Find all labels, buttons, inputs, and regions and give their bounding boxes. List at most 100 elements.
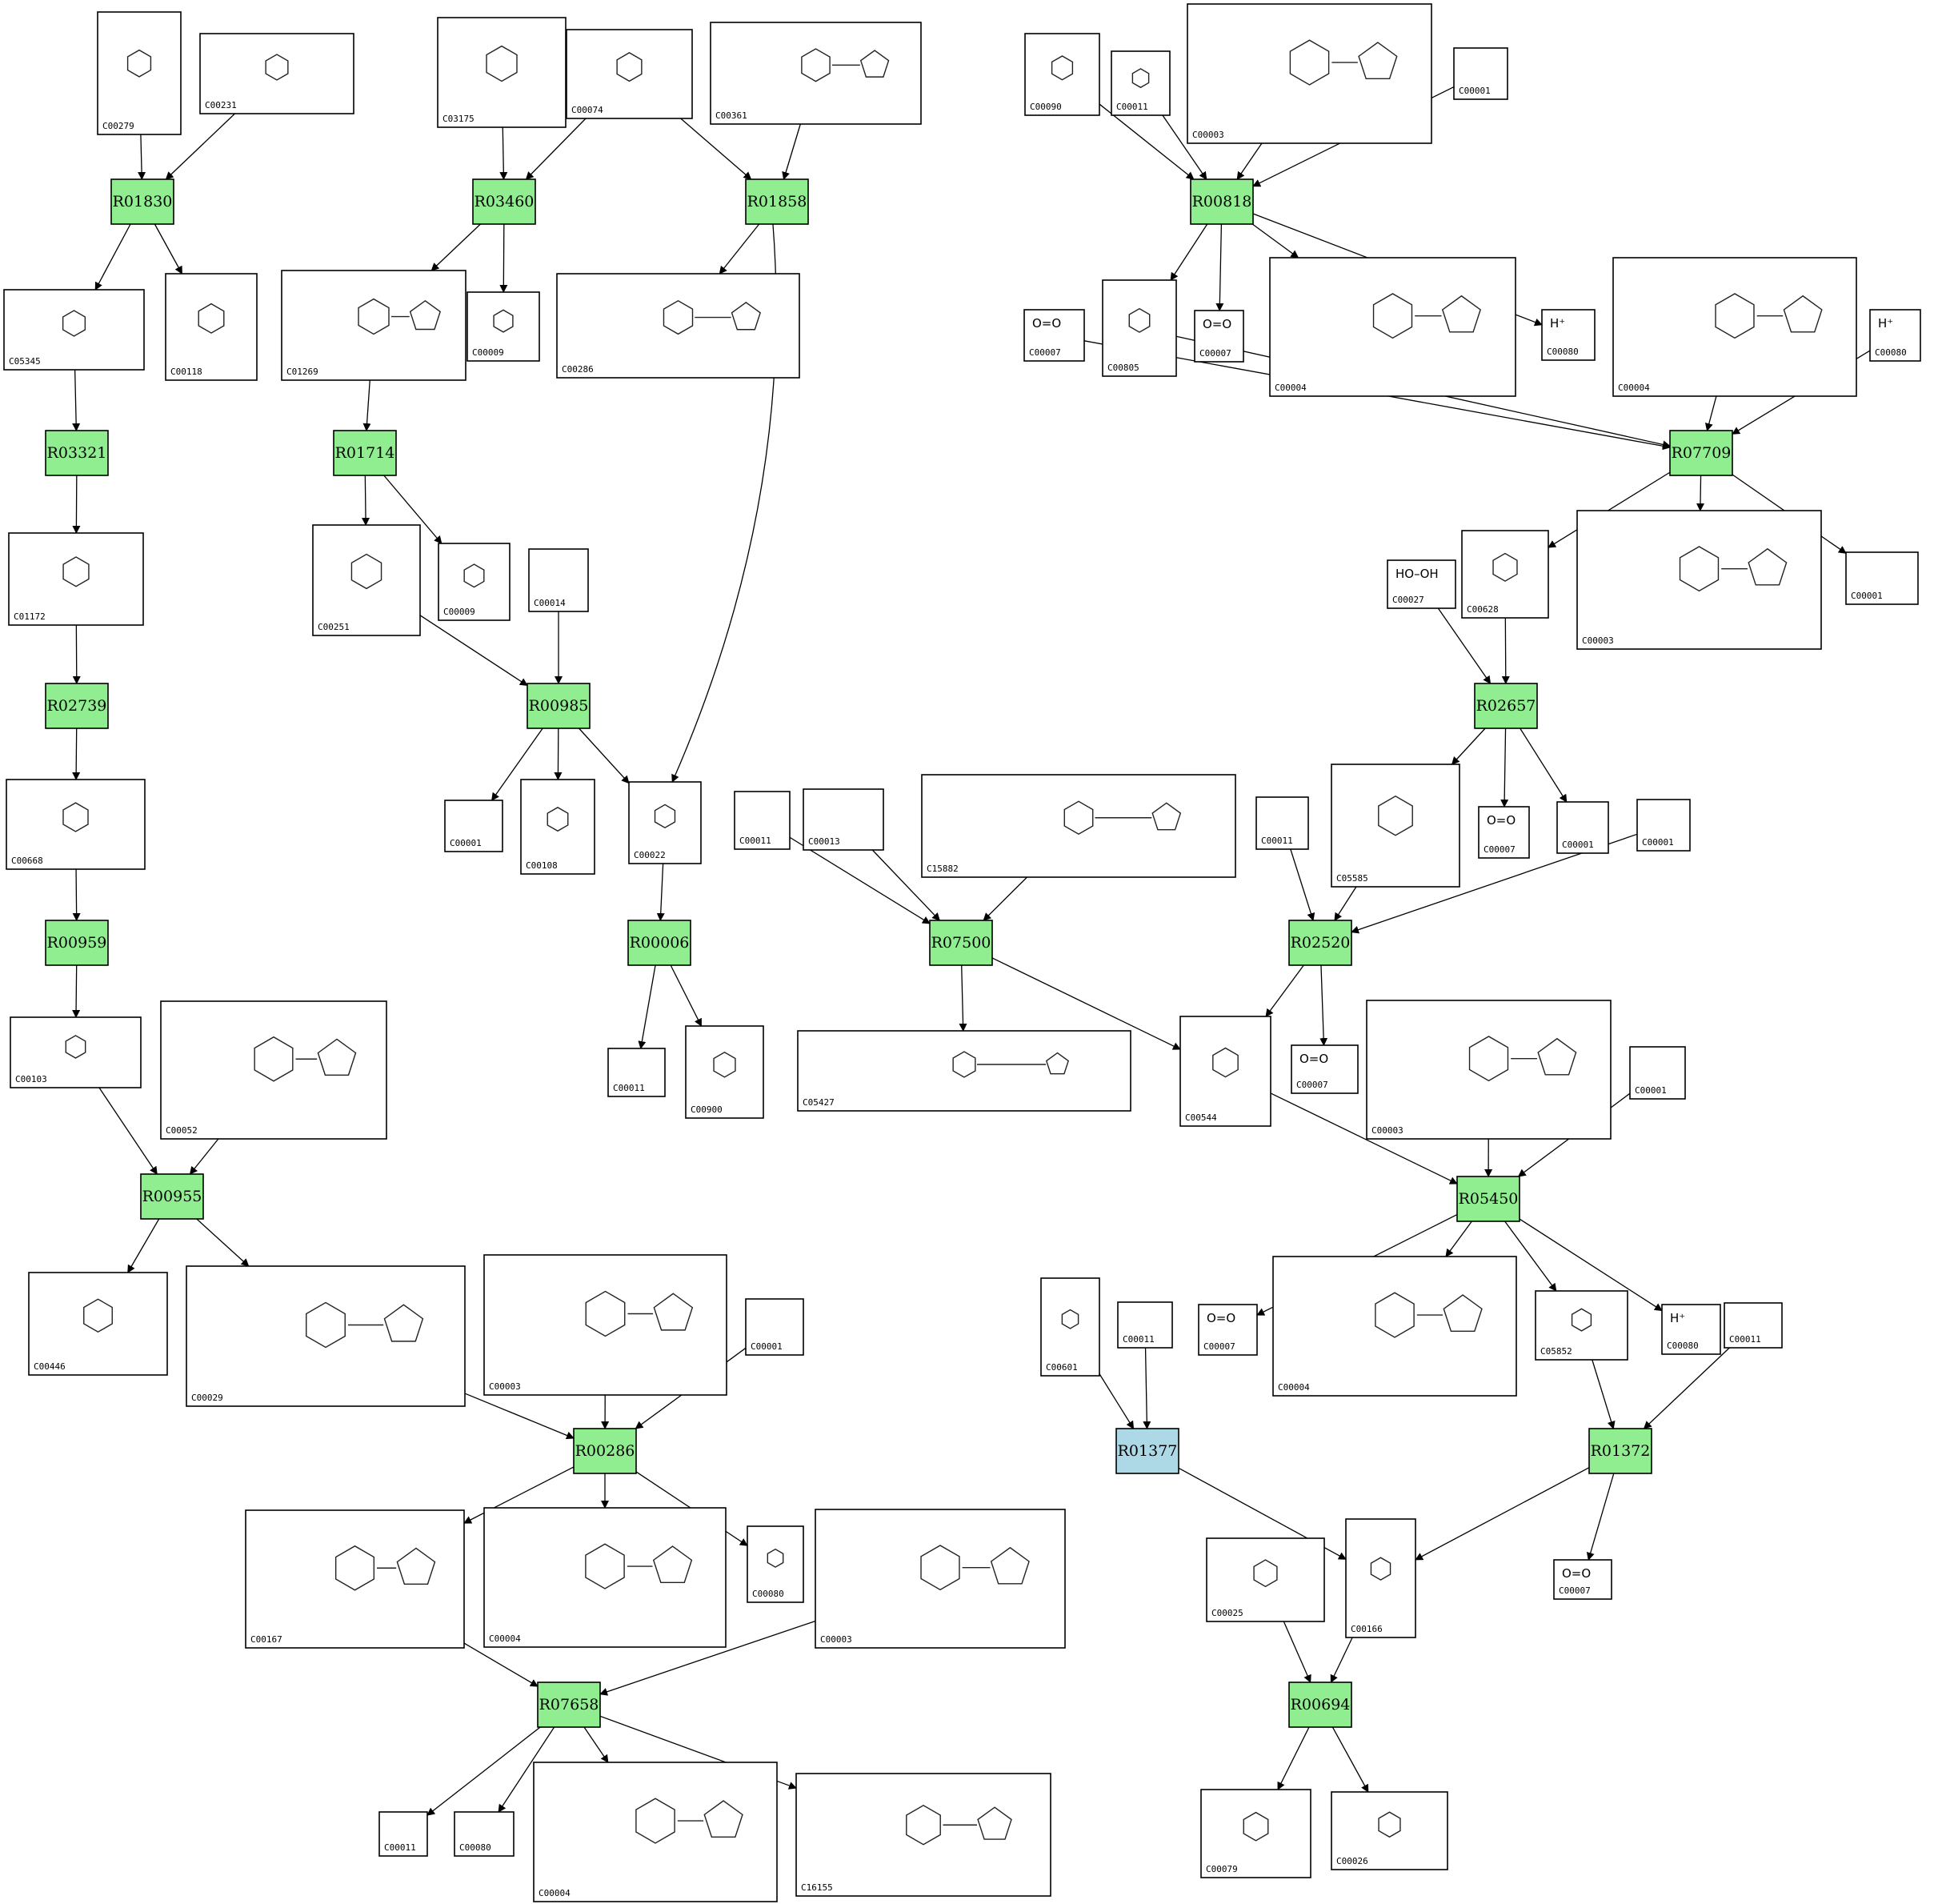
compound-node[interactable]: C00279 bbox=[97, 11, 182, 135]
compound-id: C00001 bbox=[1635, 1085, 1667, 1096]
compound-node[interactable]: C01269 bbox=[281, 270, 466, 381]
reaction-node[interactable]: R01714 bbox=[333, 430, 397, 476]
reaction-node[interactable]: R01858 bbox=[745, 178, 809, 225]
compound-node[interactable]: C00628 bbox=[1461, 530, 1549, 619]
compound-node[interactable]: C00601 bbox=[1040, 1277, 1100, 1377]
reaction-node[interactable]: R07658 bbox=[537, 1682, 601, 1728]
compound-node[interactable]: C00011 bbox=[1117, 1301, 1173, 1349]
compound-node[interactable]: C00900 bbox=[685, 1025, 764, 1119]
reaction-node[interactable]: R00694 bbox=[1288, 1682, 1352, 1728]
compound-node[interactable]: C00079 bbox=[1200, 1789, 1311, 1878]
compound-node[interactable]: C00003 bbox=[1576, 510, 1822, 650]
reaction-node[interactable]: R01372 bbox=[1588, 1428, 1652, 1474]
compound-node[interactable]: C00011 bbox=[1724, 1302, 1783, 1349]
compound-node[interactable]: C05585 bbox=[1331, 764, 1460, 888]
reaction-node[interactable]: R02520 bbox=[1288, 920, 1352, 966]
compound-node[interactable]: C05852 bbox=[1535, 1290, 1628, 1361]
reaction-node[interactable]: R01830 bbox=[110, 178, 174, 225]
compound-node[interactable]: C00001 bbox=[1636, 799, 1691, 852]
compound-node[interactable]: C16155 bbox=[795, 1773, 1051, 1897]
reaction-node[interactable]: R00006 bbox=[627, 920, 691, 966]
compound-node[interactable]: C00080 bbox=[747, 1525, 804, 1603]
compound-node[interactable]: C00011 bbox=[1111, 50, 1171, 116]
compound-node[interactable]: C00108 bbox=[520, 779, 595, 875]
compound-node[interactable]: C00231 bbox=[199, 33, 354, 114]
compound-node[interactable]: C00003 bbox=[815, 1509, 1066, 1649]
compound-node[interactable]: C00668 bbox=[6, 779, 146, 870]
compound-node[interactable]: C00004 bbox=[483, 1507, 727, 1648]
reaction-node[interactable]: R00985 bbox=[527, 683, 591, 729]
reaction-node[interactable]: R02739 bbox=[45, 683, 109, 729]
compound-node[interactable]: C00004 bbox=[1272, 1256, 1517, 1397]
compound-node[interactable]: C05345 bbox=[3, 289, 145, 371]
compound-node[interactable]: C00080 bbox=[454, 1811, 515, 1857]
compound-box bbox=[533, 1762, 778, 1902]
compound-node[interactable]: C00544 bbox=[1179, 1016, 1271, 1127]
compound-node[interactable]: C00011 bbox=[378, 1811, 428, 1857]
reaction-node[interactable]: R07709 bbox=[1669, 430, 1733, 476]
compound-node[interactable]: H⁺C00080 bbox=[1541, 309, 1596, 361]
compound-node[interactable]: C00011 bbox=[1255, 796, 1309, 850]
compound-node[interactable]: C00166 bbox=[1345, 1518, 1416, 1638]
compound-node[interactable]: C15882 bbox=[921, 774, 1236, 878]
compound-node[interactable]: C00052 bbox=[160, 1000, 387, 1140]
compound-node[interactable]: C00286 bbox=[556, 273, 800, 379]
compound-node[interactable]: C00004 bbox=[1612, 257, 1857, 397]
compound-node[interactable]: C00011 bbox=[734, 791, 791, 850]
compound-node[interactable]: C00001 bbox=[1845, 551, 1919, 605]
compound-node[interactable]: C00003 bbox=[1187, 3, 1432, 144]
compound-node[interactable]: C00167 bbox=[245, 1509, 465, 1649]
compound-node[interactable]: C00361 bbox=[710, 22, 922, 125]
compound-node[interactable]: C00029 bbox=[186, 1265, 466, 1407]
compound-node[interactable]: C05427 bbox=[797, 1030, 1131, 1112]
reaction-node[interactable]: R00286 bbox=[573, 1428, 637, 1474]
compound-node[interactable]: C00014 bbox=[528, 548, 589, 612]
reaction-node[interactable]: R05450 bbox=[1456, 1176, 1520, 1222]
compound-node[interactable]: C00025 bbox=[1206, 1537, 1325, 1622]
compound-node[interactable]: C00001 bbox=[1556, 801, 1609, 854]
compound-node[interactable]: C00074 bbox=[566, 29, 693, 119]
compound-node[interactable]: C00001 bbox=[1453, 47, 1508, 100]
reaction-node[interactable]: R02657 bbox=[1474, 683, 1538, 729]
compound-node[interactable]: C00103 bbox=[10, 1016, 142, 1088]
reaction-node[interactable]: R03321 bbox=[45, 430, 109, 476]
compound-node[interactable]: C00446 bbox=[28, 1272, 168, 1376]
compound-node[interactable]: C00003 bbox=[483, 1254, 727, 1396]
reaction-node[interactable]: R00818 bbox=[1190, 178, 1254, 225]
reaction-node[interactable]: R03460 bbox=[472, 178, 536, 225]
reaction-node[interactable]: R01377 bbox=[1115, 1428, 1179, 1474]
compound-node[interactable]: C00001 bbox=[1629, 1046, 1686, 1100]
compound-node[interactable]: H⁺C00080 bbox=[1661, 1304, 1721, 1355]
compound-node[interactable]: C00009 bbox=[466, 291, 540, 362]
compound-node[interactable]: C00026 bbox=[1331, 1791, 1448, 1870]
compound-node[interactable]: C00090 bbox=[1024, 33, 1100, 116]
compound-node[interactable]: C00004 bbox=[533, 1762, 778, 1902]
compound-node[interactable]: C00003 bbox=[1366, 1000, 1612, 1140]
reaction-id: R00006 bbox=[630, 934, 690, 952]
reaction-node[interactable]: R07500 bbox=[929, 920, 993, 966]
compound-node[interactable]: C00001 bbox=[745, 1298, 804, 1356]
compound-node[interactable]: C03175 bbox=[437, 17, 567, 128]
compound-node[interactable]: C00251 bbox=[312, 524, 421, 636]
compound-node[interactable]: C00001 bbox=[444, 800, 503, 852]
compound-node[interactable]: C00118 bbox=[165, 273, 258, 381]
compound-node[interactable]: C00011 bbox=[607, 1048, 666, 1097]
compound-node[interactable]: H⁺C00080 bbox=[1869, 309, 1921, 362]
compound-node[interactable]: C00805 bbox=[1102, 279, 1177, 377]
compound-node[interactable]: C00022 bbox=[628, 781, 702, 864]
compound-node[interactable]: C00004 bbox=[1269, 257, 1516, 397]
compound-node[interactable]: C00013 bbox=[803, 788, 884, 851]
compound-node[interactable]: C01172 bbox=[8, 532, 144, 626]
reaction-box bbox=[1288, 1682, 1352, 1728]
reaction-box bbox=[745, 178, 809, 225]
reaction-node[interactable]: R00959 bbox=[45, 920, 109, 966]
compound-node[interactable]: C00009 bbox=[438, 543, 511, 621]
reaction-node[interactable]: R00955 bbox=[140, 1173, 204, 1220]
